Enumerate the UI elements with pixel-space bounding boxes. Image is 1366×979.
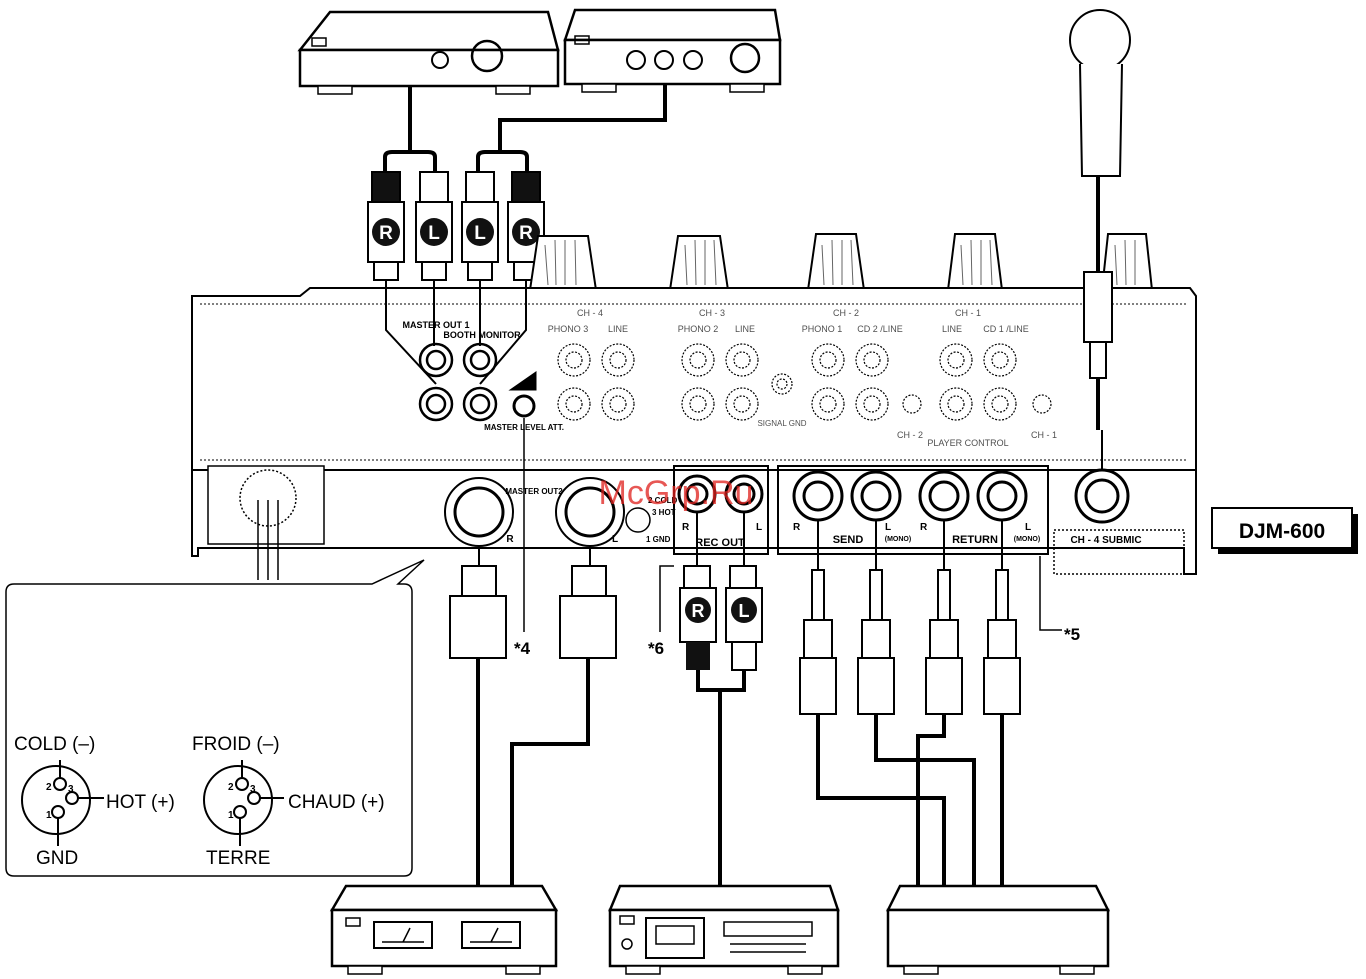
en-pin-2: 2 [46,782,52,793]
xlr-plugs [449,546,617,900]
model-badge-text: DJM-600 [1239,520,1325,543]
mixer-labels: MASTER OUT 1 BOOTH MONITOR CH - 4 CH - 3… [402,308,1141,549]
master-out2-xlr-jacks [444,477,651,547]
label-master-out1: MASTER OUT 1 [402,320,469,330]
label-return-l: L [1025,522,1031,533]
label-master-out2: MASTER OUT2 [505,487,563,496]
label-send-l: L [885,522,891,533]
label-master-l: L [612,534,618,545]
xlr-pinout-french [203,760,284,846]
fr-pin-3: 3 [250,784,256,795]
label-pin-cold: 2 COLD [648,496,678,505]
rca-plug-l-1 [415,171,453,281]
label-return-mono: (MONO) [1014,536,1040,543]
master-out1-booth-jacks [418,342,498,422]
rca-connection-lines [385,280,527,385]
rca-plug-group-top: R L L R [367,171,545,281]
label-send-mono: (MONO) [885,536,911,543]
label-rec-l: L [756,522,762,533]
rec-plug-label-l: L [739,601,750,621]
fr-gnd-label: TERRE [206,848,270,869]
label-player-control: PLAYER CONTROL [927,438,1008,448]
rec-plug-label-r: R [692,601,705,621]
label-master-r: R [506,534,514,545]
label-pc-ch1: CH - 1 [1031,430,1057,440]
bottom-left-amplifier [329,884,559,975]
label-ch3: CH - 3 [699,308,725,318]
send-return-plugs [799,520,1021,888]
rca-plug-r-1 [367,171,405,281]
fr-hot-label: CHAUD (+) [288,792,385,813]
xlr-pinout-english [21,760,104,846]
rec-out-plugs: R L [679,512,763,888]
input-rca-jacks [557,343,1052,421]
label-phono2: PHONO 2 [678,324,719,334]
label-pin-gnd: 1 GND [646,535,671,544]
label-cd1-line: CD 1 /LINE [983,324,1029,334]
label-line-ch1: LINE [942,324,962,334]
note-5: *5 [1064,625,1080,644]
label-line-ch4: LINE [608,324,628,334]
label-rec-out: REC OUT [695,537,745,549]
en-hot-label: HOT (+) [106,792,175,813]
note-leaders [523,418,1062,632]
amplifier-cables [383,84,667,172]
plug-label-l-1: L [428,223,440,244]
plug-label-l-2: L [474,223,486,244]
label-cd2-line: CD 2 /LINE [857,324,903,334]
fr-cold-label: FROID (–) [192,734,280,755]
label-ch4-submic: CH - 4 SUBMIC [1070,535,1141,546]
top-right-amplifier [563,8,782,93]
bottom-cassette-deck [608,884,840,975]
label-return-r: R [920,522,928,533]
model-badge: DJM-600 [1211,507,1358,554]
mixer-knobs [528,233,1154,291]
plug-label-r-1: R [379,223,393,244]
note-6: *6 [648,639,664,658]
en-gnd-label: GND [36,848,78,869]
label-signal-gnd: SIGNAL GND [757,419,806,428]
en-cold-label: COLD (–) [14,734,95,755]
label-ch1: CH - 1 [955,308,981,318]
label-return: RETURN [952,534,998,546]
xlr-pinout-callout: COLD (–) HOT (+) GND FROID (–) CHAUD (+)… [5,559,425,877]
label-line-ch3: LINE [735,324,755,334]
rec-out-frame [673,465,769,555]
master-level-att-knob [512,394,536,418]
en-pin-3: 3 [68,784,74,795]
label-rec-r: R [682,522,690,533]
rca-plug-l-2 [461,171,499,281]
label-phono1: PHONO 1 [802,324,843,334]
label-pin-hot: 3 HOT [652,508,676,517]
watermark-text: McGrp.Ru [599,474,754,512]
top-left-amplifier [297,10,560,95]
send-return-frame [777,465,1049,555]
label-ch2: CH - 2 [833,308,859,318]
label-send-r: R [793,522,801,533]
plug-label-r-2: R [519,223,533,244]
microphone [1069,9,1131,470]
label-booth-monitor: BOOTH MONITOR [443,330,521,340]
label-pc-ch2: CH - 2 [897,430,923,440]
en-pin-1: 1 [46,810,52,821]
label-phono3: PHONO 3 [548,324,589,334]
fr-pin-2: 2 [228,782,234,793]
rca-plug-r-2 [507,171,545,281]
label-ch4: CH - 4 [577,308,603,318]
label-send: SEND [833,534,864,546]
fr-pin-1: 1 [228,810,234,821]
bottom-effects-unit [885,884,1111,975]
note-4: *4 [514,639,531,658]
